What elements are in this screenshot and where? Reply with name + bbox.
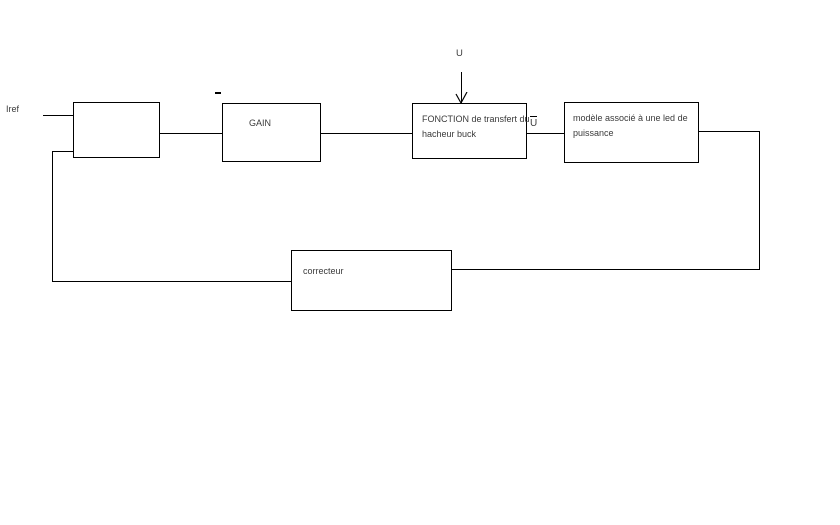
led-model-block: modèle associé à une led de puissance (564, 102, 699, 163)
u-input-arrow-shaft (461, 72, 462, 103)
buck-label-line2: hacheur buck (422, 129, 477, 139)
led-label-line2: puissance (573, 128, 614, 138)
led-block-label: modèle associé à une led de puissance (573, 111, 688, 141)
u-bar-label: U (530, 116, 538, 129)
minus-sign-above-gain: - (215, 92, 221, 94)
iref-input-wire (43, 115, 74, 116)
buck-label-line1: FONCTION de transfert du (422, 114, 530, 124)
corrector-output-wire (52, 281, 291, 282)
buck-to-led-wire (527, 133, 564, 134)
feedback-right-vertical-wire (759, 131, 760, 270)
down-arrowhead-icon (455, 92, 468, 104)
feedback-left-vertical-wire (52, 151, 53, 282)
feedback-to-corrector-wire (452, 269, 760, 270)
iref-label: Iref (6, 104, 20, 114)
corrector-block: correcteur (291, 250, 452, 311)
u-input-label: U (456, 48, 463, 59)
led-label-line1: modèle associé à une led de (573, 113, 688, 123)
gain-to-buck-wire (321, 133, 412, 134)
buck-block-label: FONCTION de transfert du hacheur buck (422, 112, 530, 142)
buck-transfer-function-block: FONCTION de transfert du hacheur buck (412, 103, 530, 159)
corrector-block-label: correcteur (303, 266, 344, 276)
gain-block-label: GAIN (249, 118, 272, 128)
feedback-into-sum-wire (52, 151, 73, 152)
summing-junction-block (73, 102, 160, 158)
led-output-wire (699, 131, 760, 132)
sum-to-gain-wire (160, 133, 222, 134)
gain-block: GAIN (222, 103, 321, 162)
